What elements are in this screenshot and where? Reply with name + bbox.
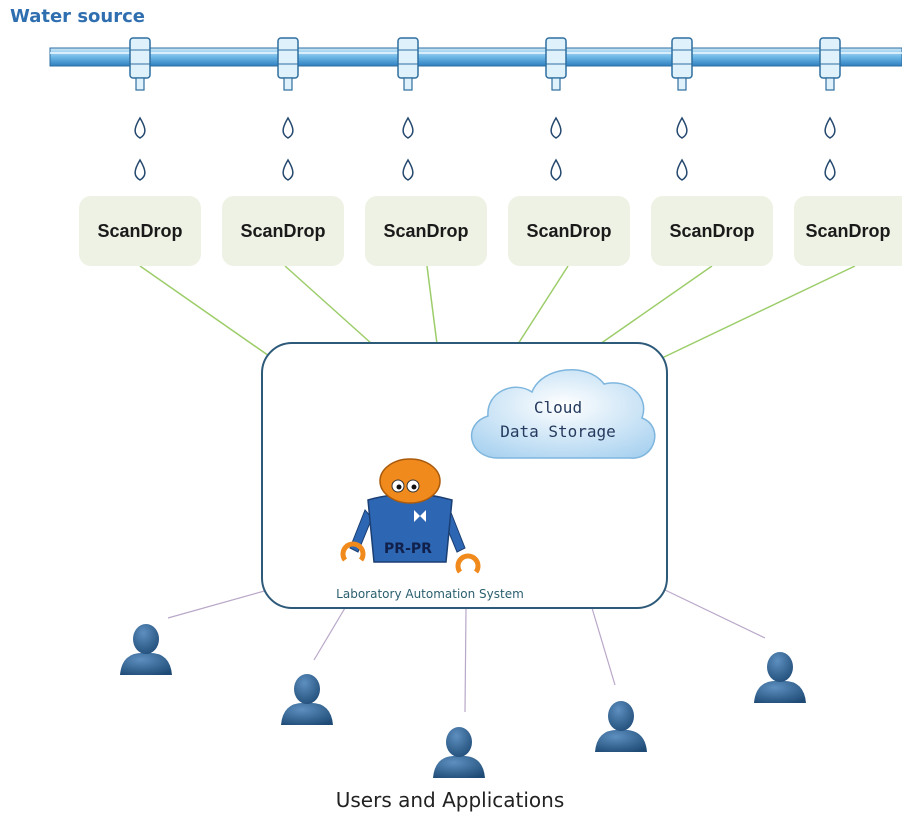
water-drop-icon xyxy=(282,116,294,139)
valve-icon xyxy=(671,37,693,91)
scandrop-node-3: ScanDrop xyxy=(365,196,487,266)
connector-5 xyxy=(599,265,713,345)
cloud-label-line2: Data Storage xyxy=(500,422,616,441)
water-drop-icon xyxy=(824,158,836,181)
valve-icon xyxy=(129,37,151,91)
connector-6 xyxy=(661,265,856,359)
water-drop-icon xyxy=(402,158,414,181)
cloud-label: Cloud Data Storage xyxy=(488,396,628,444)
valves-group xyxy=(129,37,841,181)
user-connector-1 xyxy=(167,589,269,619)
user-connector-5 xyxy=(664,589,766,639)
robot-label: PR-PR xyxy=(384,541,432,557)
water-source-label: Water source xyxy=(10,6,145,27)
water-drop-icon xyxy=(282,158,294,181)
valve-icon xyxy=(545,37,567,91)
connector-1 xyxy=(139,265,273,359)
water-drop-icon xyxy=(550,116,562,139)
water-drop-icon xyxy=(550,158,562,181)
user-connectors xyxy=(167,589,766,713)
water-drop-icon xyxy=(402,116,414,139)
user-icon xyxy=(120,624,172,675)
water-drop-icon xyxy=(676,116,688,139)
valve-icon xyxy=(277,37,299,91)
user-icon xyxy=(281,674,333,725)
water-drop-icon xyxy=(676,158,688,181)
valve-icon xyxy=(397,37,419,91)
user-icon xyxy=(754,652,806,703)
cloud-label-line1: Cloud xyxy=(533,398,583,417)
users-group xyxy=(120,624,806,778)
scandrop-connectors xyxy=(139,265,856,359)
user-icon xyxy=(433,727,485,778)
laboratory-system-caption: Laboratory Automation System xyxy=(336,587,524,601)
scandrop-node-4: ScanDrop xyxy=(508,196,630,266)
scandrop-node-2: ScanDrop xyxy=(222,196,344,266)
water-pipe xyxy=(49,47,902,67)
user-connector-3 xyxy=(464,607,467,713)
connector-2 xyxy=(284,265,373,345)
valve-icon xyxy=(819,37,841,91)
user-icon xyxy=(595,701,647,752)
water-drop-icon xyxy=(824,116,836,139)
water-drop-icon xyxy=(134,158,146,181)
scandrop-node-6: ScanDrop xyxy=(794,196,902,266)
cloud-icon xyxy=(470,368,656,459)
scandrop-node-5: ScanDrop xyxy=(651,196,773,266)
scandrop-node-1: ScanDrop xyxy=(79,196,201,266)
robot-icon xyxy=(340,458,481,574)
user-connector-4 xyxy=(591,607,616,686)
user-connector-2 xyxy=(313,607,346,661)
users-applications-label: Users and Applications xyxy=(335,788,565,812)
connector-4 xyxy=(517,265,569,345)
connector-3 xyxy=(426,265,438,345)
water-drop-icon xyxy=(134,116,146,139)
